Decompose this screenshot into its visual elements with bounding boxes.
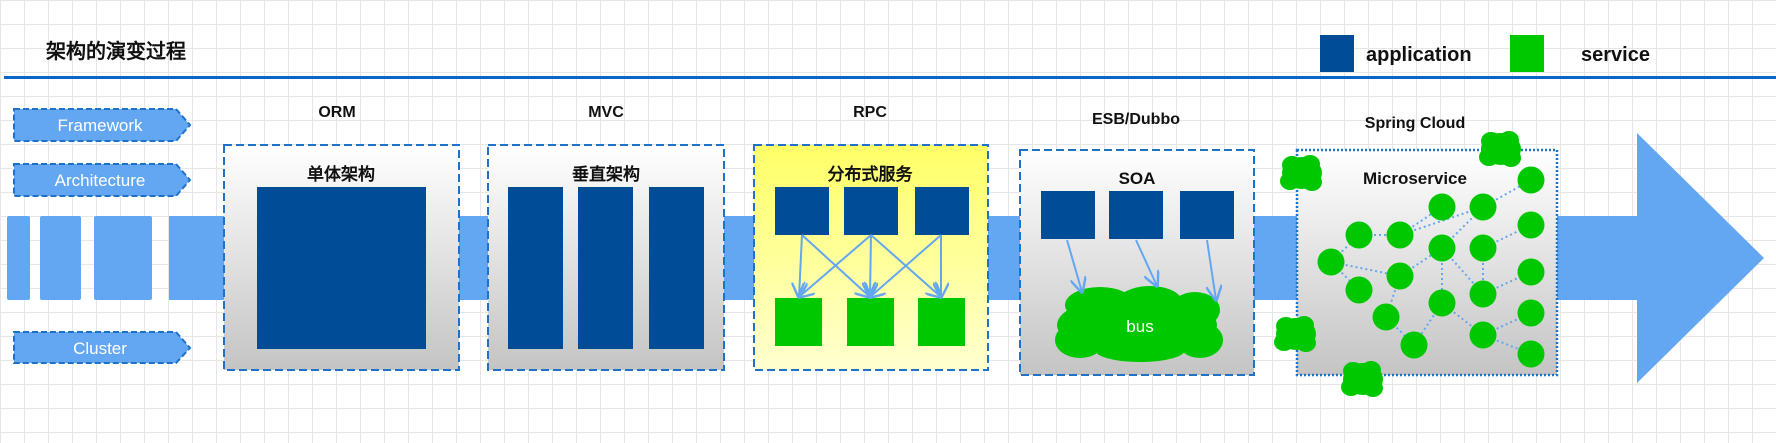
tag-framework: Framework — [13, 108, 192, 142]
service-node — [1372, 303, 1400, 331]
service-link — [1399, 247, 1443, 277]
service-node — [1517, 258, 1545, 286]
service-link — [1482, 224, 1532, 249]
service-clusters — [1274, 131, 1521, 397]
architecture-label: 垂直架构 — [572, 164, 640, 184]
service-block — [775, 298, 822, 346]
service-node — [1517, 299, 1545, 327]
service-cluster-cloud — [1479, 131, 1521, 167]
stage-microservice: Spring Cloud Microservice — [1274, 115, 1559, 397]
application-block — [508, 187, 563, 349]
service-node — [1345, 221, 1373, 249]
service-cluster-cloud — [1274, 316, 1316, 352]
service-node — [1517, 211, 1545, 239]
service-link — [1399, 206, 1443, 236]
service-link — [1413, 302, 1443, 346]
service-cluster-cloud — [1341, 361, 1383, 397]
architecture-label: 单体架构 — [307, 164, 375, 184]
framework-label: ESB/Dubbo — [1092, 111, 1180, 128]
legend-application-swatch — [1320, 35, 1354, 72]
framework-label: Spring Cloud — [1365, 115, 1465, 132]
service-node — [1517, 340, 1545, 368]
service-block — [918, 298, 965, 346]
service-link — [1482, 312, 1532, 336]
architecture-label: 分布式服务 — [828, 164, 914, 184]
diagram-title: 架构的演变过程 — [46, 39, 186, 63]
service-block — [847, 298, 894, 346]
tag-cluster: Cluster — [13, 331, 192, 364]
framework-label: MVC — [588, 104, 624, 121]
service-node — [1469, 321, 1497, 349]
service-node — [1469, 234, 1497, 262]
rpc-call-arrows — [799, 234, 941, 297]
title-divider — [4, 76, 1776, 79]
legend-application-label: application — [1366, 44, 1472, 66]
legend-service-swatch — [1510, 35, 1544, 72]
service-node — [1345, 276, 1373, 304]
stage-mvc: MVC 垂直架构 — [487, 104, 725, 371]
service-node — [1428, 234, 1456, 262]
service-link — [1482, 334, 1532, 355]
stage-orm: ORM 单体架构 — [223, 104, 460, 371]
architecture-label: SOA — [1119, 169, 1156, 188]
legend-service-label: service — [1581, 44, 1650, 66]
stage-soa: ESB/Dubbo SOA bus — [1019, 111, 1255, 376]
service-link — [1482, 271, 1532, 295]
svg-text:Architecture: Architecture — [55, 171, 146, 190]
application-block — [578, 187, 633, 349]
service-node — [1428, 193, 1456, 221]
service-node — [1428, 289, 1456, 317]
stage-rpc: RPC 分布式服务 — [753, 104, 989, 371]
service-node — [1469, 280, 1497, 308]
bus-arrows — [1066, 239, 1216, 300]
svg-text:Cluster: Cluster — [73, 339, 127, 358]
service-node — [1400, 331, 1428, 359]
service-nodes — [1317, 166, 1545, 368]
framework-label: ORM — [318, 104, 355, 121]
application-block — [1180, 191, 1234, 239]
application-block — [649, 187, 704, 349]
service-link — [1441, 302, 1484, 336]
application-block — [915, 187, 969, 235]
tag-architecture: Architecture — [13, 163, 192, 197]
architecture-label: Microservice — [1363, 169, 1467, 188]
service-node — [1386, 221, 1414, 249]
application-block — [1109, 191, 1163, 239]
application-block — [257, 187, 426, 349]
application-block — [844, 187, 898, 235]
service-node — [1517, 166, 1545, 194]
service-node — [1469, 193, 1497, 221]
svg-text:Framework: Framework — [57, 116, 143, 135]
bus-label: bus — [1126, 317, 1153, 336]
service-node — [1317, 248, 1345, 276]
service-cluster-cloud — [1280, 155, 1322, 191]
framework-label: RPC — [853, 104, 887, 121]
application-block — [1041, 191, 1095, 239]
service-node — [1386, 262, 1414, 290]
application-block — [775, 187, 829, 235]
